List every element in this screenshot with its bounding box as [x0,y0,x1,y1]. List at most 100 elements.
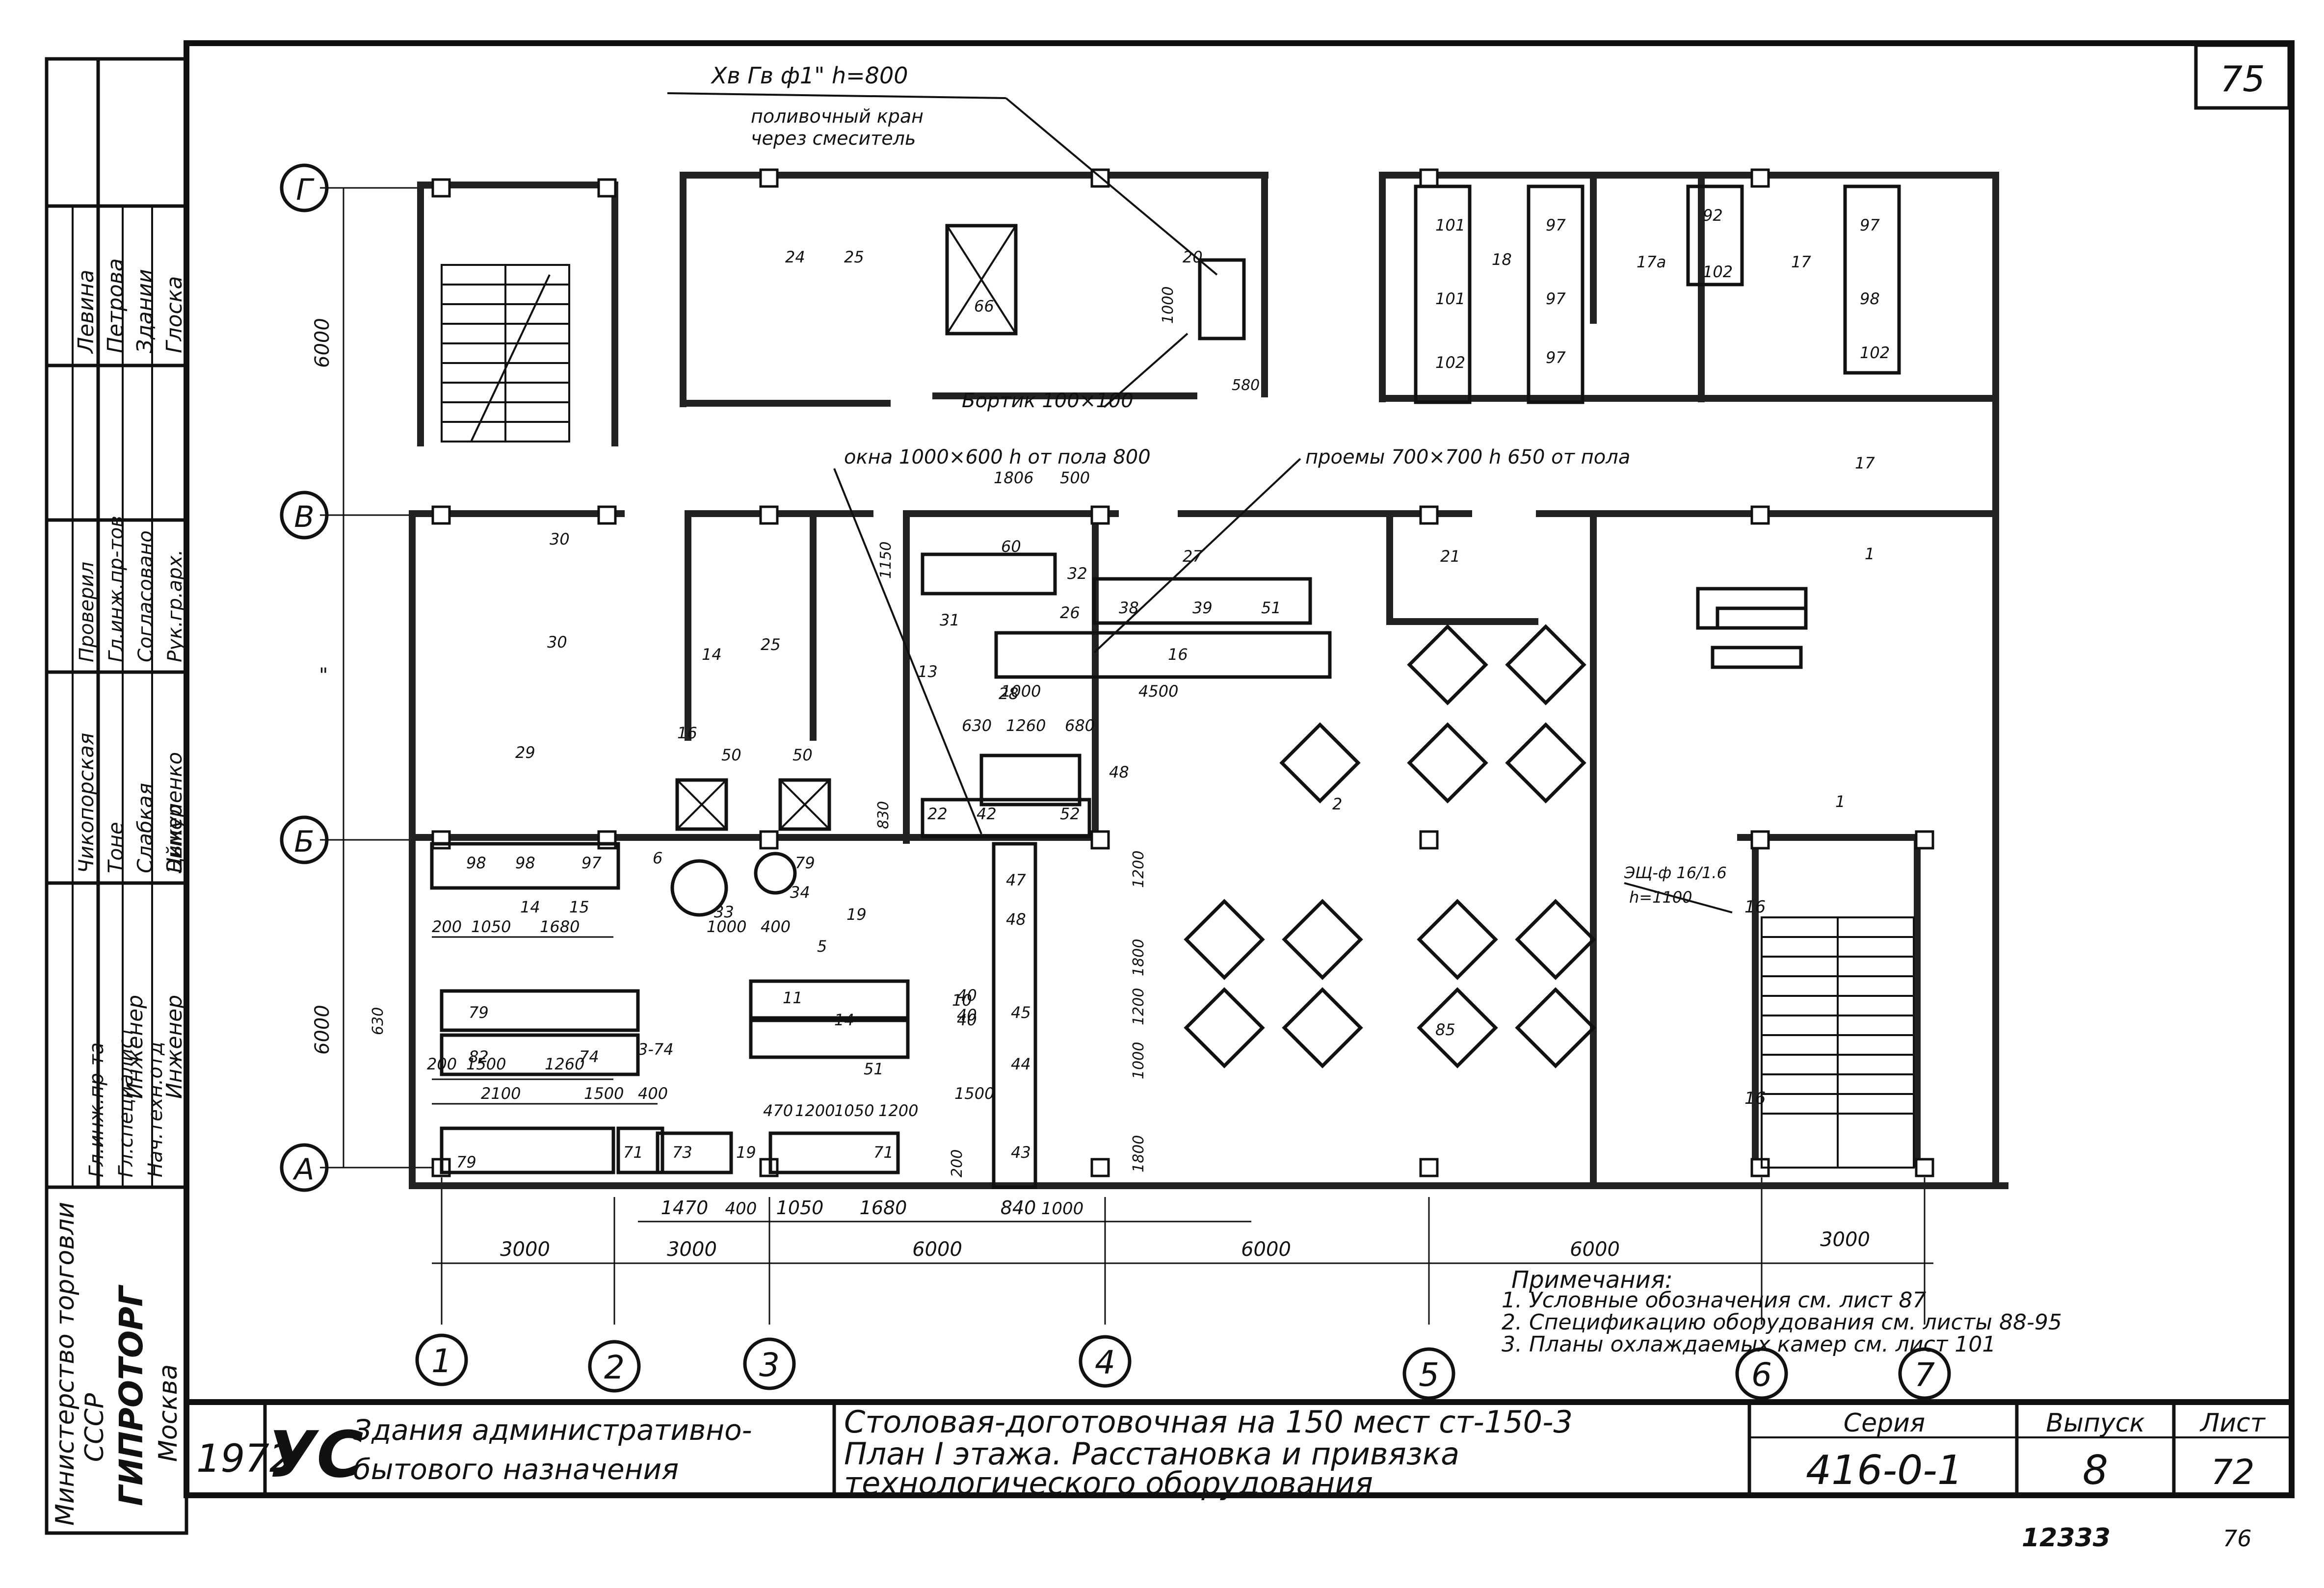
svg-text:Инженер: Инженер [123,995,148,1099]
svg-text:79: 79 [456,1153,476,1171]
bottom-dimension-chain: 3000 3000 6000 6000 6000 3000 1470 400 1… [432,1197,1933,1264]
axis-marker-4: 4 [1095,1344,1115,1381]
pipe-label: Хв Гв ф1" h=800 [711,62,908,89]
svg-text:Москва: Москва [154,1364,183,1462]
stair-number-bottom: 16 [1744,1089,1766,1108]
svg-text:97: 97 [581,854,602,872]
svg-text:98: 98 [466,854,486,872]
svg-text:1150: 1150 [877,542,895,579]
svg-text:830: 830 [875,801,892,829]
title-project-1: Столовая-доготовочная на 150 мест ст-150… [844,1404,1573,1440]
svg-text:52: 52 [1060,805,1080,823]
svg-text:21: 21 [1440,547,1460,566]
svg-text:470: 470 [763,1101,793,1120]
svg-text:50: 50 [792,746,813,764]
left-stamp-roles2: Проверил Гл.инж.пр-тов Согласовано Рук.г… [76,516,186,662]
axis-marker-7: 7 [1914,1356,1935,1394]
svg-text:200: 200 [949,1149,966,1177]
svg-text:26: 26 [1060,603,1080,622]
svg-text:Слабкая: Слабкая [133,783,157,873]
svg-text:98: 98 [515,854,535,872]
top-page-number: 75 [2220,58,2265,100]
svg-text:6000: 6000 [311,1005,334,1055]
svg-text:44: 44 [1011,1055,1031,1073]
svg-text:1050: 1050 [834,1101,874,1120]
svg-text:6000: 6000 [311,318,334,368]
svg-text:97: 97 [1546,216,1566,234]
row-axis-markers: Г В Б А [280,163,442,1192]
svg-text:74: 74 [579,1047,599,1066]
axis-marker-5: 5 [1419,1356,1439,1394]
svg-text:18: 18 [1492,250,1512,269]
series-value: 416-0-1 [1806,1447,1963,1494]
svg-text:15: 15 [569,898,589,916]
svg-text:17: 17 [1791,253,1811,271]
order-number: 12333 [2022,1523,2111,1553]
svg-text:25: 25 [761,635,781,654]
svg-text:30: 30 [550,530,570,548]
svg-text:1680: 1680 [860,1197,907,1219]
title-block: 1972 УС Здания административно- бытового… [186,1399,2292,1501]
svg-text:1470: 1470 [661,1197,709,1219]
svg-text:": " [319,664,328,687]
svg-text:45: 45 [1011,1003,1031,1022]
svg-text:1200: 1200 [878,1101,918,1120]
svg-text:82: 82 [469,1047,489,1066]
svg-text:40: 40 [957,1006,977,1024]
svg-text:1806: 1806 [994,469,1033,487]
svg-text:73: 73 [672,1143,692,1162]
svg-text:30: 30 [547,633,567,651]
svg-text:40: 40 [957,986,977,1005]
column-axis-markers: 1 2 3 4 5 6 7 [415,1333,1951,1400]
svg-text:28: 28 [999,684,1019,703]
opening-annotations: окна 1000×600 h от пола 800 проемы 700×7… [833,446,1630,834]
svg-text:ЭЩ-ф 16/1.6: ЭЩ-ф 16/1.6 [1624,863,1727,882]
left-stamp-names2: Левина Петрова Здании Глоска [74,258,187,354]
svg-text:400: 400 [638,1084,668,1103]
svg-text:79: 79 [469,1003,489,1022]
svg-text:97: 97 [1860,216,1880,234]
axis-marker-B: Б [294,825,314,859]
svg-text:85: 85 [1435,1020,1455,1039]
svg-text:1000: 1000 [1001,682,1041,701]
svg-text:50: 50 [721,746,741,764]
svg-text:31: 31 [940,611,960,629]
svg-text:Гл.специалист: Гл.специалист [115,1025,137,1177]
notes-heading: Примечания: [1511,1266,1673,1294]
svg-text:500: 500 [1060,469,1090,487]
svg-text:16: 16 [677,724,697,742]
svg-text:Цыкуленко: Цыкуленко [162,752,186,873]
title-category-2: бытового назначения [353,1453,679,1486]
svg-text:3000: 3000 [500,1238,550,1261]
svg-text:Проверил: Проверил [76,562,98,662]
title-category-1: Здания административно- [353,1413,752,1447]
notes-block: Примечания: 1. Условные обозначения см. … [1502,1266,2062,1357]
svg-text:102: 102 [1860,343,1890,362]
svg-text:Левина: Левина [74,270,99,354]
svg-text:29: 29 [515,743,535,762]
svg-text:200: 200 [427,1055,457,1073]
svg-text:1: 1 [1835,792,1845,811]
svg-text:14: 14 [702,645,722,664]
svg-text:1500: 1500 [954,1084,994,1103]
dim-1000-v: 1000 [1160,286,1177,324]
svg-text:1000: 1000 [707,917,746,936]
top-page-number-box [2194,43,2291,110]
svg-text:6000: 6000 [912,1238,962,1261]
axis-marker-6: 6 [1751,1356,1772,1394]
svg-text:1680: 1680 [540,917,580,936]
electrical-panel-mark: ЭЩ-ф 16/1.6 h=1100 [1624,863,1733,913]
svg-text:Инженер: Инженер [162,995,187,1099]
svg-text:200: 200 [432,917,462,936]
svg-text:6: 6 [653,849,662,867]
svg-text:71: 71 [873,1143,894,1162]
sheet-label: Лист [2199,1408,2266,1438]
svg-text:Глоска: Глоска [162,276,187,353]
note-3: 3. Планы охлаждаемых камер см. лист 101 [1502,1332,1996,1357]
stair-right: 16 16 [1744,897,1915,1169]
svg-text:h=1100: h=1100 [1629,888,1692,907]
left-stamp-names: Чикопорская Тоне Слабкая Эймер [74,733,186,874]
svg-text:102: 102 [1435,353,1465,372]
svg-text:14: 14 [834,1011,854,1029]
